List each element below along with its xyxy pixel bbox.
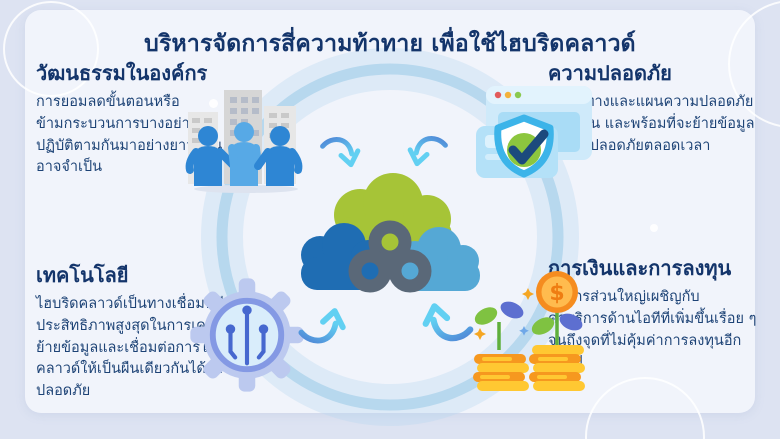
technology-body: ไฮบริดคลาวด์เป็นทางเชื่อมที่มี ประสิทธิภ… (36, 296, 243, 399)
link-connector-icon (348, 220, 432, 293)
culture-body: การยอมลดขั้นตอนหรือ ข้ามกระบวนการบางอย่า… (36, 94, 223, 176)
decorative-dot-1 (209, 99, 218, 108)
dollar-symbol: $ (549, 281, 564, 306)
hybrid-cloud-center-icon (301, 173, 480, 293)
people-handshake-icon (185, 90, 303, 193)
technology-section: เทคโนโลยี ไฮบริดคลาวด์เป็นทางเชื่อมที่มี… (36, 264, 254, 403)
secure-browser-shield-icon (476, 86, 592, 178)
arrow-top-left-icon (320, 137, 361, 168)
culture-heading: วัฒนธรรมในองค์กร (36, 61, 208, 85)
coin-stacks-growth-icon: $ (473, 271, 585, 391)
decorative-dot-2 (650, 224, 658, 232)
culture-section: วัฒนธรรมในองค์กร การยอมลดขั้นตอนหรือ ข้า… (36, 62, 251, 179)
page-title: บริหารจัดการสี่ความท้าทาย เพื่อใช้ไฮบริด… (144, 31, 636, 57)
arrow-top-right-icon (407, 136, 448, 167)
technology-heading: เทคโนโลยี (36, 263, 129, 287)
arrow-bottom-right-icon (422, 303, 474, 342)
gear-circuit-icon (190, 278, 304, 392)
decorative-ring-top-left (3, 1, 99, 97)
security-heading: ความปลอดภัย (548, 61, 672, 85)
finance-heading: การเงินและการลงทุน (548, 256, 732, 280)
arrow-bottom-left-icon (298, 308, 346, 344)
